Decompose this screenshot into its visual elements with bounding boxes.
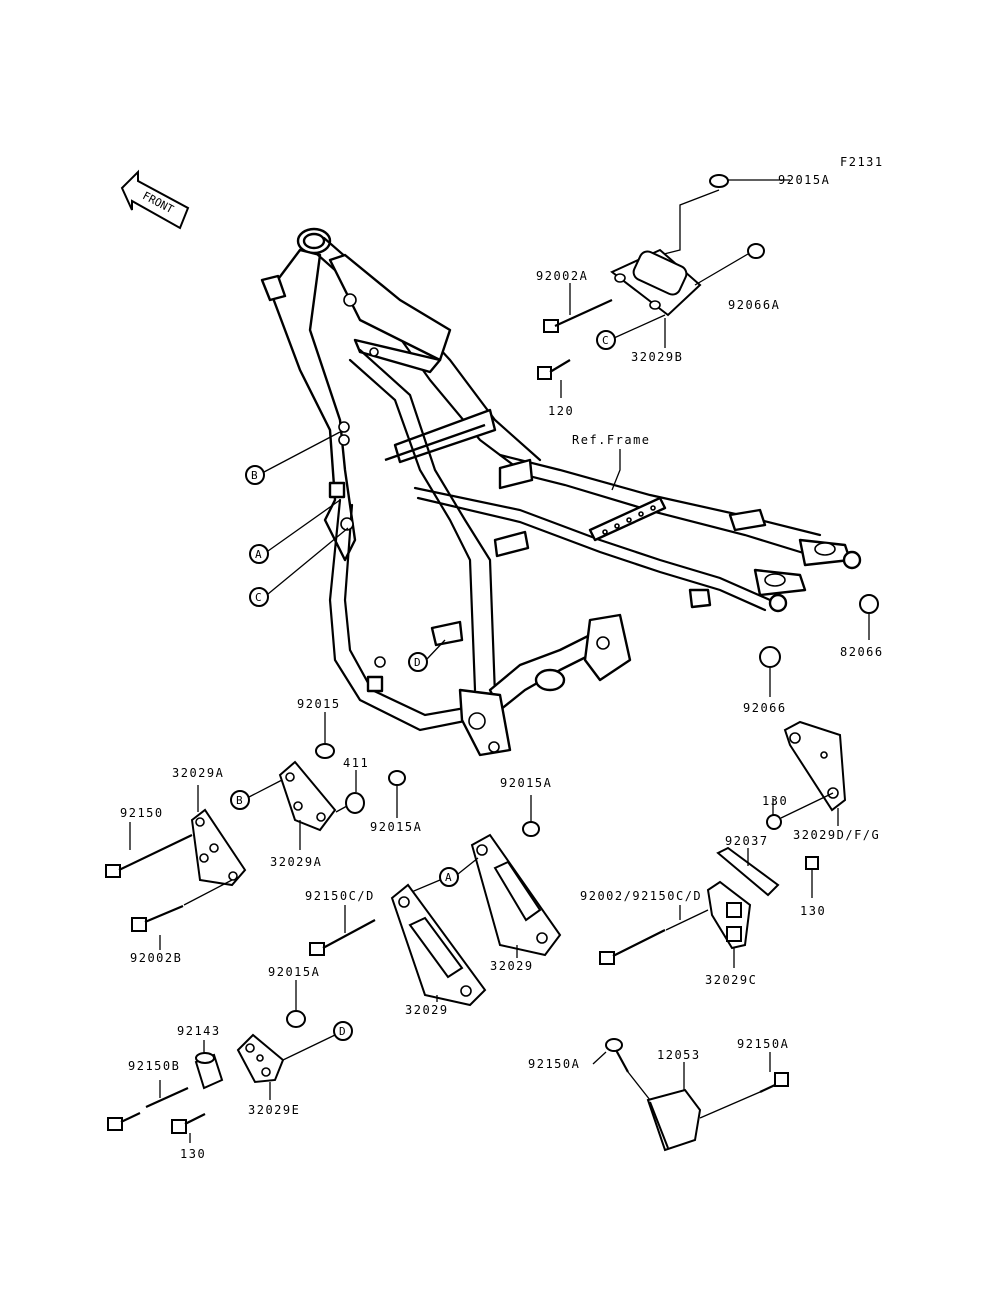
label-92066: 92066 [743, 701, 787, 715]
label-92002-92150CD: 92002/92150C/D [580, 889, 702, 903]
label-130-bottom: 130 [180, 1147, 206, 1161]
ref-A-lower: A [445, 871, 452, 884]
label-32029A-left: 32029A [172, 766, 224, 780]
label-92015: 92015 [297, 697, 341, 711]
label-32029B: 32029B [631, 350, 683, 364]
label-411: 411 [343, 756, 369, 770]
label-92143: 92143 [177, 1024, 221, 1038]
lower-mount-group [107, 980, 353, 1143]
ref-B-frame: B [251, 469, 258, 482]
label-92150A-left: 92150A [528, 1057, 580, 1071]
ref-markers-frame [245, 431, 446, 672]
figure-id: F2131 [840, 155, 884, 169]
label-92150: 92150 [120, 806, 164, 820]
label-120: 120 [548, 404, 574, 418]
label-92015A-right: 92015A [500, 776, 552, 790]
label-92015A-low: 92015A [268, 965, 320, 979]
label-32029C: 32029C [705, 973, 757, 987]
cover-group [592, 1038, 789, 1152]
label-92002B: 92002B [130, 951, 182, 965]
cap-92066 [759, 646, 781, 668]
label-92015A-top: 92015A [778, 173, 830, 187]
label-32029-right: 32029 [490, 959, 534, 973]
label-92002A: 92002A [536, 269, 588, 283]
ref-C-top: C [602, 334, 609, 347]
front-mount-group [105, 712, 406, 950]
frame [260, 227, 862, 757]
label-32029A-mid: 32029A [270, 855, 322, 869]
ref-B-lower: B [236, 794, 243, 807]
label-32029DFG: 32029D/F/G [793, 828, 880, 842]
upper-bracket-group [537, 174, 790, 398]
ref-D-frame: D [414, 656, 421, 669]
center-mount-group [309, 795, 562, 1007]
front-arrow-icon: FRONT [120, 169, 190, 230]
rear-mount-group [599, 720, 847, 968]
label-92015A-mid: 92015A [370, 820, 422, 834]
label-32029-low: 32029 [405, 1003, 449, 1017]
label-12053: 12053 [657, 1048, 701, 1062]
ref-A-frame: A [255, 548, 262, 561]
label-92150A-right: 92150A [737, 1037, 789, 1051]
label-92037: 92037 [725, 834, 769, 848]
cap-82066 [859, 594, 879, 614]
label-130-top: 130 [762, 794, 788, 808]
ref-C-frame: C [255, 591, 262, 604]
label-32029E: 32029E [248, 1103, 300, 1117]
ref-frame-label: Ref.Frame [572, 433, 651, 447]
label-92066A: 92066A [728, 298, 780, 312]
label-82066: 82066 [840, 645, 884, 659]
ref-D-lower: D [339, 1025, 346, 1038]
label-92150CD: 92150C/D [305, 889, 375, 903]
label-130-small: 130 [800, 904, 826, 918]
label-92150B: 92150B [128, 1059, 180, 1073]
